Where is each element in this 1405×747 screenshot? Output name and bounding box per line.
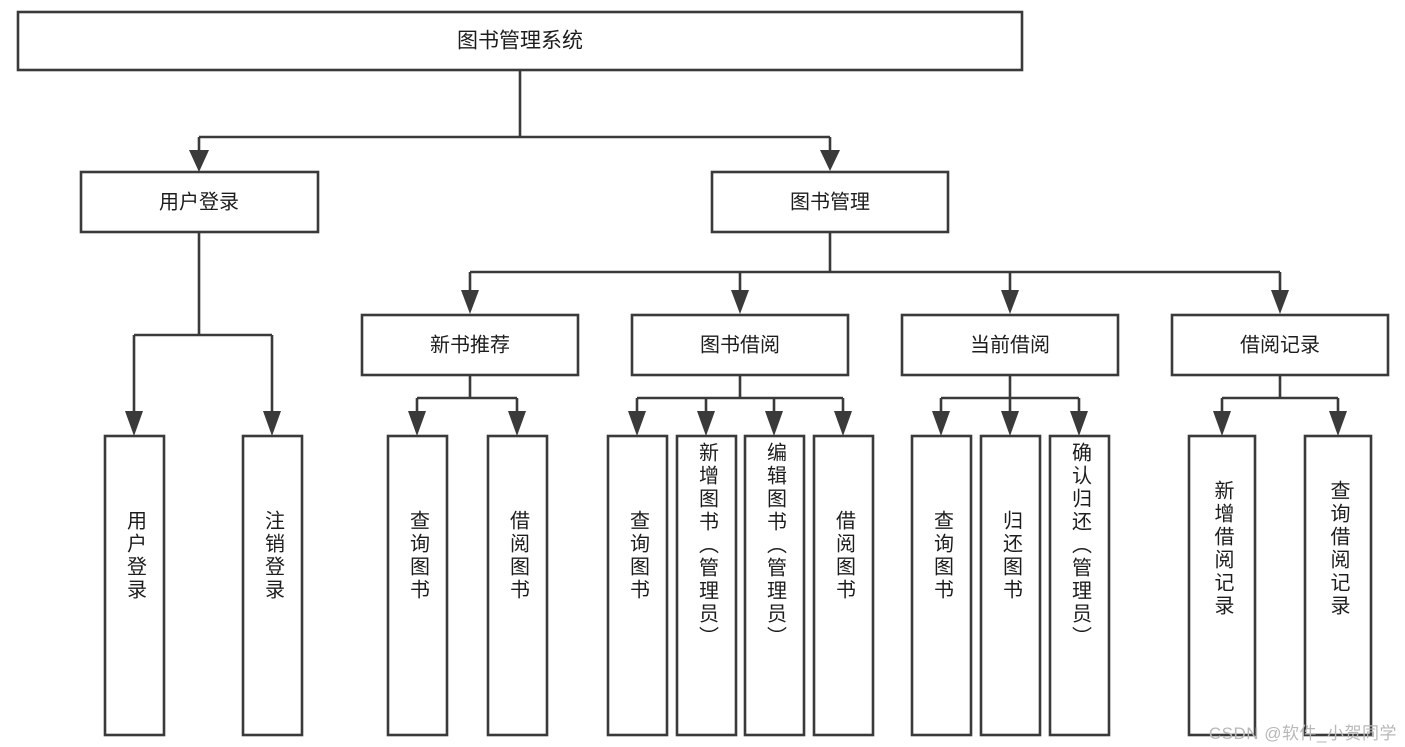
arrow-head-bb-leaf2 — [697, 411, 715, 436]
arrow-head-borrow-records — [1271, 290, 1289, 314]
arrow-head-cb-leaf1 — [932, 411, 950, 436]
node-leaf-bb-edit-book-admin[interactable] — [743, 434, 806, 737]
arrow-head-bb-leaf4 — [834, 411, 852, 436]
arrow-head-book-mgmt — [820, 150, 840, 171]
node-book-borrow[interactable] — [630, 313, 850, 377]
node-root-book-management-system[interactable] — [16, 10, 1024, 72]
node-new-book-recommend-label: 新书推荐 — [430, 333, 510, 356]
connector-current-borrow-to-leaves — [932, 375, 1088, 436]
connector-book-borrow-to-leaves — [628, 375, 852, 436]
arrow-head-br-leaf1 — [1213, 411, 1231, 436]
arrow-head-leaf-user-login — [125, 411, 143, 436]
node-user-login-label: 用户登录 — [159, 190, 239, 213]
arrow-head-cb-leaf2 — [1001, 411, 1019, 436]
node-leaf-br-add-record[interactable] — [1187, 434, 1257, 737]
arrow-head-nb-leaf1 — [408, 411, 426, 436]
arrow-head-current-borrow — [1001, 290, 1019, 314]
arrow-head-cb-leaf3 — [1070, 411, 1088, 436]
node-borrow-records[interactable] — [1170, 313, 1390, 377]
node-book-management-label: 图书管理 — [790, 190, 870, 213]
arrow-head-nb-leaf2 — [508, 411, 526, 436]
node-root-label: 图书管理系统 — [457, 30, 583, 53]
connector-borrow-records-to-leaves — [1213, 375, 1347, 436]
node-current-borrow[interactable] — [900, 313, 1120, 377]
arrow-head-book-borrow — [731, 290, 749, 314]
arrow-head-br-leaf2 — [1329, 411, 1347, 436]
arrow-head-bb-leaf1 — [628, 411, 646, 436]
node-user-login[interactable] — [79, 170, 320, 234]
arrow-head-bb-leaf3 — [765, 411, 783, 436]
node-book-borrow-label: 图书借阅 — [700, 333, 780, 356]
arrow-head-new-books — [461, 290, 479, 314]
csdn-watermark: CSDN @软件_小贺同学 — [1208, 724, 1397, 743]
node-leaf-nb-query-book[interactable] — [386, 434, 449, 737]
arrow-head-leaf-logout — [263, 411, 281, 436]
node-leaf-cb-confirm-return-admin[interactable] — [1048, 434, 1111, 737]
arrow-head-user-login — [189, 150, 209, 172]
connector-user-login-to-leaves — [125, 232, 281, 436]
node-borrow-records-label: 借阅记录 — [1240, 333, 1320, 356]
node-leaf-br-query-record[interactable] — [1303, 434, 1373, 737]
connector-new-books-to-leaves — [408, 375, 526, 436]
node-leaf-cb-return-book[interactable] — [979, 434, 1042, 737]
node-current-borrow-label: 当前借阅 — [970, 333, 1050, 356]
node-leaf-bb-borrow-book[interactable] — [812, 434, 875, 737]
connector-root-to-level2 — [189, 70, 840, 172]
node-leaf-cb-query-book[interactable] — [910, 434, 973, 737]
node-book-management[interactable] — [710, 170, 950, 234]
node-new-book-recommend[interactable] — [360, 313, 580, 377]
connector-book-mgmt-to-level3 — [461, 232, 1289, 314]
node-leaf-user-login[interactable] — [103, 434, 166, 737]
node-leaf-bb-add-book-admin[interactable] — [675, 434, 738, 737]
node-leaf-bb-query-book[interactable] — [606, 434, 669, 737]
node-leaf-logout[interactable] — [241, 434, 304, 737]
node-leaf-nb-borrow-book[interactable] — [486, 434, 549, 737]
